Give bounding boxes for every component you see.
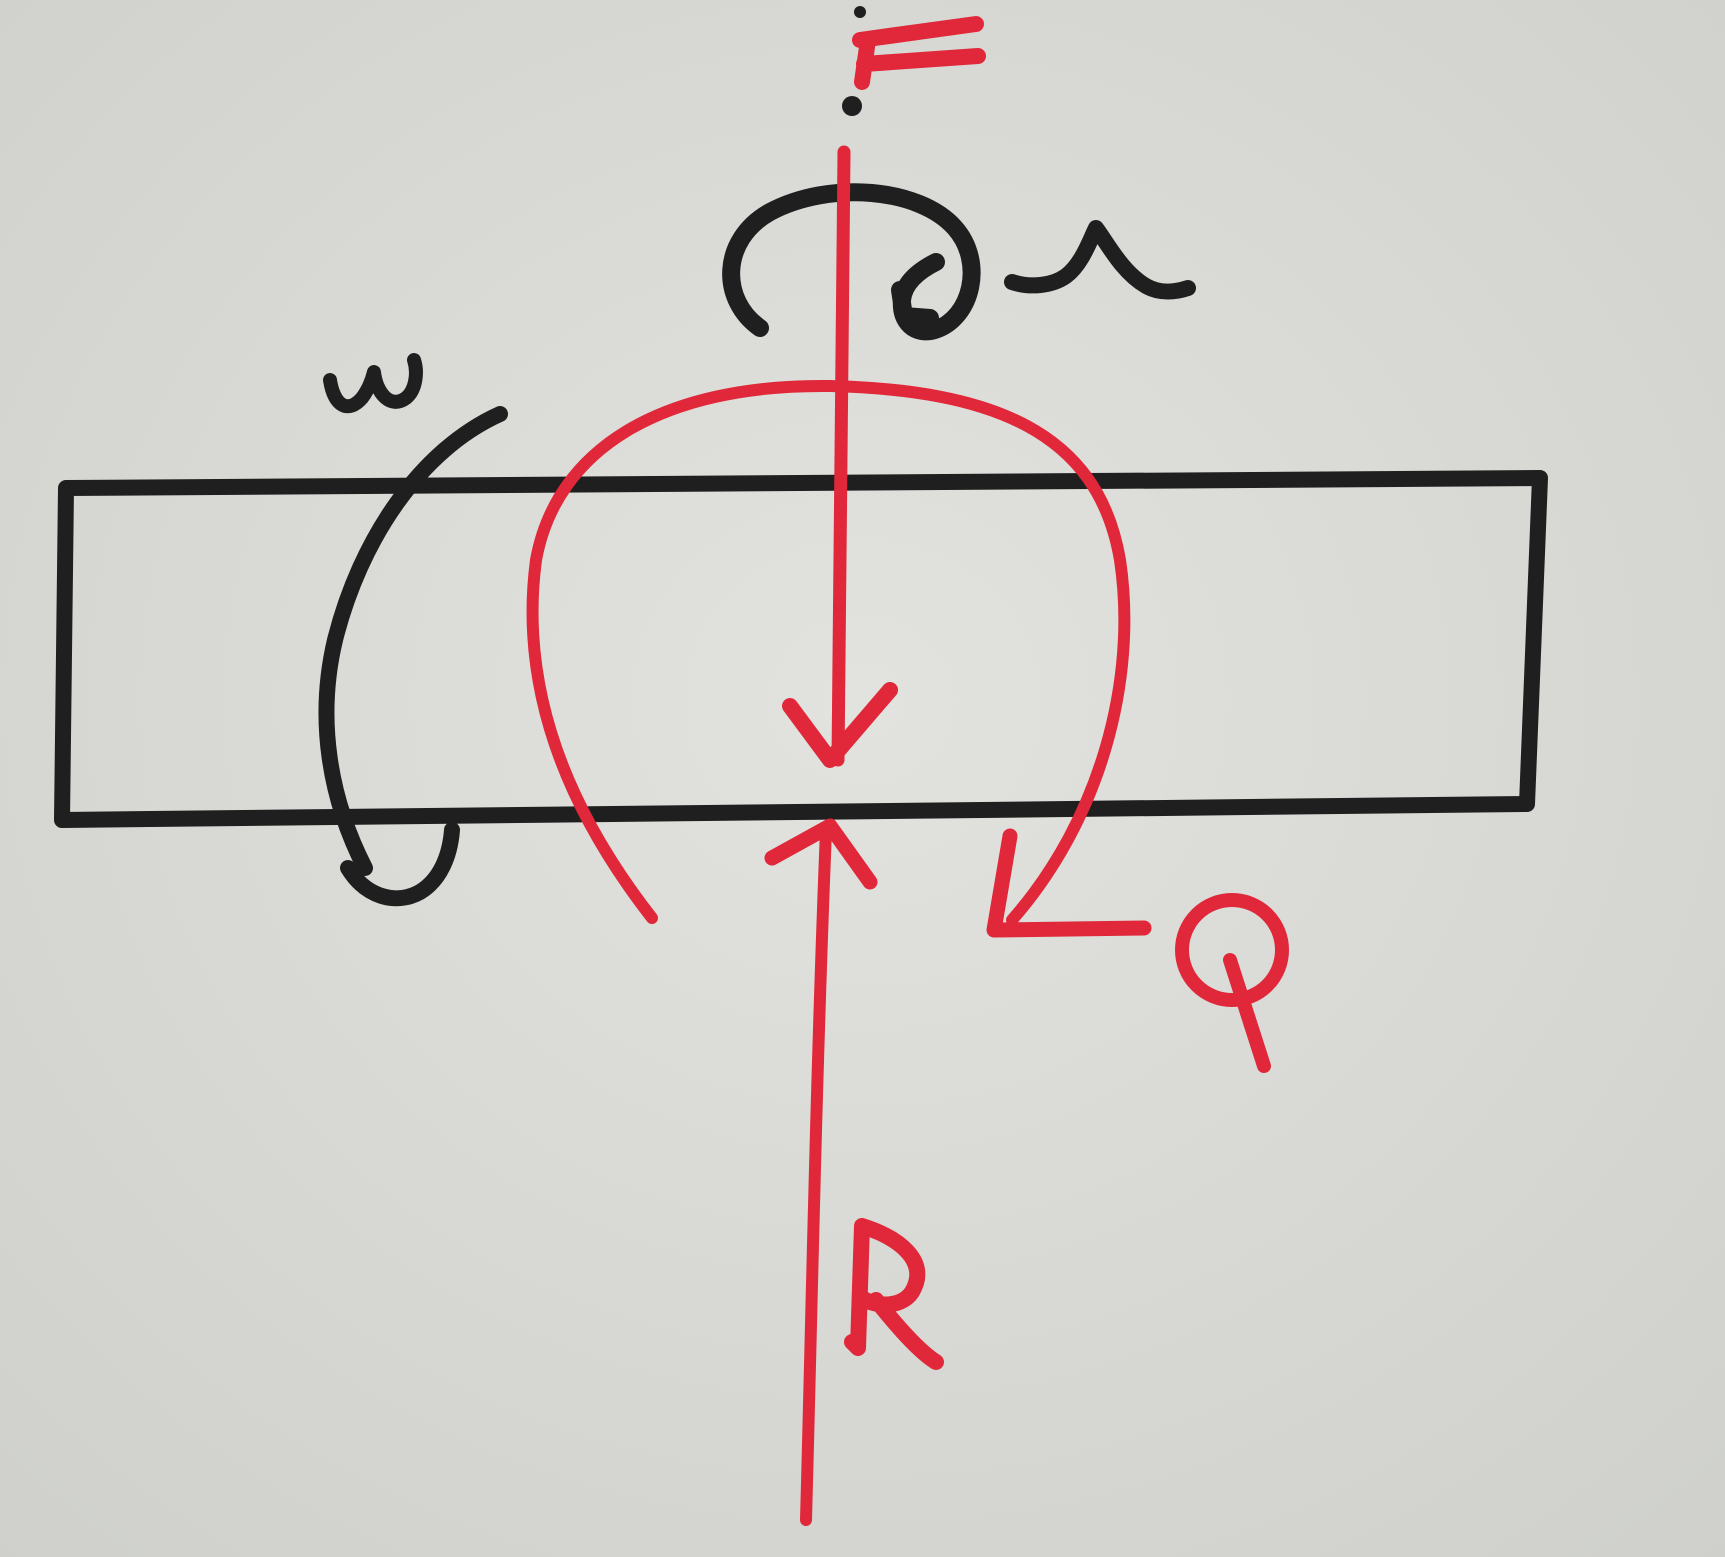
spin-arrow-omega-head: [891, 281, 939, 327]
label-force-top-glyph: [852, 16, 986, 90]
rotation-arrow-phi: [526, 379, 1131, 926]
label-phi-stem: [1223, 953, 1271, 1073]
dot-mark: [854, 6, 866, 18]
label-omega-glyph: [1004, 220, 1196, 300]
force-arrow-bottom-head: [764, 818, 878, 890]
dot-mark: [842, 96, 862, 116]
bar-rectangle: [54, 470, 1548, 828]
force-arrow-top-head: [782, 682, 898, 768]
label-phi-circle: [1175, 893, 1289, 1007]
label-force-bottom-glyph: [844, 1218, 944, 1370]
spin-arrow-small-omega-head: [340, 822, 460, 907]
spin-arrow-small-omega: [318, 406, 508, 876]
force-arrow-bottom: [800, 824, 832, 1526]
rotation-arrow-phi-head: [986, 828, 1152, 938]
force-arrow-top: [831, 145, 851, 767]
label-small-omega-glyph: [323, 353, 423, 414]
